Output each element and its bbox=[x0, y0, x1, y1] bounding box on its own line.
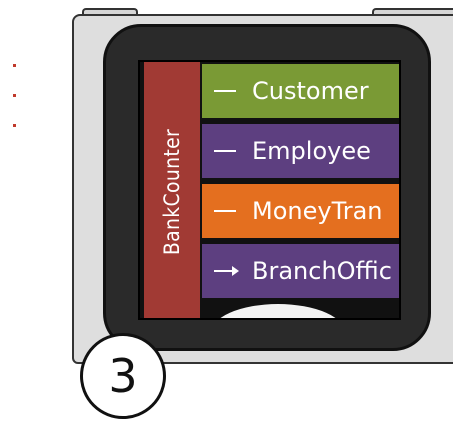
bullet-dot bbox=[13, 64, 16, 67]
bullet-dot bbox=[13, 124, 16, 127]
menu-item-customer[interactable]: Customer bbox=[202, 64, 399, 118]
scroll-indicator bbox=[210, 304, 346, 318]
device-screen: BankCounter Customer Employee MoneyTran … bbox=[138, 60, 401, 320]
app-title: BankCounter bbox=[160, 128, 185, 256]
menu-item-label: MoneyTran bbox=[252, 197, 383, 225]
arrow-right-icon bbox=[214, 266, 239, 276]
menu-item-label: Customer bbox=[252, 77, 369, 105]
menu-item-label: Employee bbox=[252, 137, 371, 165]
menu-item-branchoffic[interactable]: BranchOffic bbox=[202, 244, 399, 298]
step-number-badge: 3 bbox=[80, 333, 166, 419]
dash-icon bbox=[214, 210, 236, 212]
bullet-dot bbox=[13, 94, 16, 97]
menu-item-moneytran[interactable]: MoneyTran bbox=[202, 184, 399, 238]
dash-icon bbox=[214, 90, 236, 92]
menu-item-employee[interactable]: Employee bbox=[202, 124, 399, 178]
menu-item-label: BranchOffic bbox=[252, 257, 392, 285]
side-title-bar: BankCounter bbox=[144, 62, 200, 318]
step-number: 3 bbox=[108, 349, 138, 403]
dash-icon bbox=[214, 150, 236, 152]
